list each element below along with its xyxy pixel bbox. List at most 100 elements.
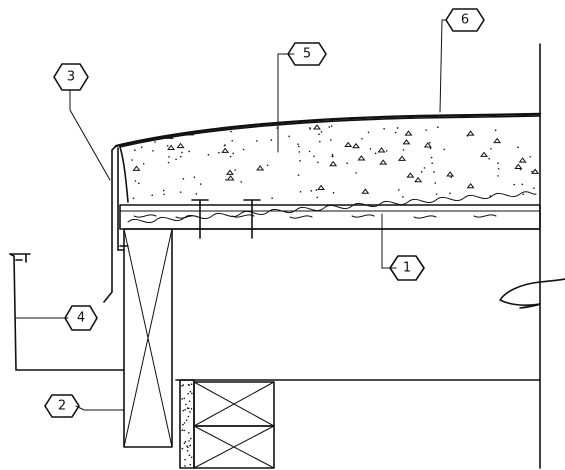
insulation-aggregate (329, 160, 338, 167)
insulation-speck (154, 141, 156, 143)
insulation-speck (315, 189, 318, 191)
insulation-speck (423, 167, 426, 169)
insulation-speck (450, 176, 453, 179)
insulation-speck (331, 155, 334, 158)
insulation-speck (188, 150, 190, 153)
insulation-speck (179, 191, 182, 193)
wall-infill-speck (190, 408, 193, 410)
insulation-speck (140, 146, 143, 149)
insulation-speck (385, 150, 388, 152)
insulation-speck (330, 125, 333, 127)
insulation-speck (434, 182, 437, 184)
insulation-speck (308, 150, 311, 153)
insulation-speck (131, 159, 133, 161)
insulation-aggregate (225, 169, 234, 175)
insulation-speck (425, 129, 427, 131)
insulation-speck (199, 183, 202, 185)
callout-6: 6 (445, 8, 485, 32)
insulation-aggregate (414, 176, 423, 183)
insulation-speck (374, 152, 377, 155)
deck-fasteners (191, 199, 261, 239)
insulation-aggregate (312, 124, 321, 130)
insulation-speck (497, 175, 499, 177)
wall-infill-speck (187, 446, 189, 449)
insulation-aggregate (406, 172, 415, 178)
wall-infill-speck (188, 384, 190, 386)
insulation-speck (513, 183, 515, 186)
insulation-speck (234, 169, 237, 171)
insulation-speck (142, 163, 145, 165)
insulation-speck (162, 189, 165, 192)
wall-infill-speck (189, 444, 192, 447)
insulation-speck (429, 147, 432, 150)
wall-infill-speck (185, 419, 188, 421)
insulation-speck (225, 178, 227, 181)
wall-infill-speck (188, 440, 190, 442)
insulation-speck (132, 197, 135, 200)
insulation-aggregate (377, 147, 386, 153)
wall-infill-speck (190, 383, 193, 385)
insulation-aggregate (357, 155, 366, 161)
wall-infill-speck (186, 407, 189, 410)
callout-1: 1 (389, 255, 425, 281)
insulation-speck (396, 127, 399, 129)
insulation-speck (521, 183, 524, 186)
insulation-speck (522, 193, 525, 196)
callout-2: 2 (44, 394, 80, 418)
insulation-aggregate (514, 163, 523, 169)
insulation-speck (255, 140, 258, 142)
insulation-speck (420, 171, 423, 173)
insulation-speck (230, 130, 232, 133)
wall-infill-speck (182, 423, 184, 426)
insulation-speck (198, 121, 201, 124)
wall-infill-speck (190, 437, 192, 440)
insulation-speck (394, 131, 397, 134)
insulation-speck (318, 133, 320, 136)
insulation-speck (383, 127, 385, 130)
insulation-aggregate (404, 130, 413, 136)
wall-infill-speck (182, 384, 185, 386)
svg-text:6: 6 (461, 13, 469, 28)
insulation-aggregate (518, 157, 527, 163)
insulation-speck (181, 151, 183, 154)
insulation-speck (193, 176, 196, 178)
insulation-speck (361, 138, 363, 140)
insulation-aggregate (423, 142, 432, 148)
wall-infill-speck (183, 422, 186, 424)
insulation-speck (533, 187, 535, 189)
wall-infill-speck (185, 403, 187, 406)
insulation-speck (430, 156, 433, 159)
insulation-speck (137, 182, 140, 185)
insulation-speck (152, 149, 154, 152)
insulation-aggregate (317, 184, 326, 191)
insulation-speck (218, 151, 220, 154)
wall-infill-speck (187, 392, 189, 395)
wall-infill-speck (188, 454, 191, 457)
insulation-speck (231, 139, 234, 142)
wall-infill-speck (187, 407, 190, 410)
insulation-speck (369, 148, 372, 150)
insulation-speck (223, 144, 226, 147)
callout-4: 4 (64, 305, 98, 331)
insulation-aggregate (352, 142, 361, 149)
insulation-speck (431, 162, 434, 164)
wall-infill-speck (187, 415, 190, 418)
insulation-aggregate (379, 159, 388, 165)
wall-infill-speck (184, 440, 187, 443)
insulation-speck (443, 148, 446, 151)
wall-infill-speck (188, 431, 190, 434)
wall-blocking (179, 379, 275, 469)
leader-lines (15, 19, 447, 411)
insulation-speck (167, 161, 170, 164)
callout-5: 5 (287, 42, 327, 66)
insulation-speck (319, 140, 321, 143)
insulation-speck (245, 121, 248, 123)
insulation-speck (355, 172, 357, 174)
insulation-speck (429, 142, 431, 144)
insulation-speck (297, 143, 299, 145)
insulation-speck (497, 167, 500, 170)
insulation-speck (316, 196, 319, 199)
insulation-speck (313, 155, 315, 158)
insulation-speck (229, 155, 232, 158)
